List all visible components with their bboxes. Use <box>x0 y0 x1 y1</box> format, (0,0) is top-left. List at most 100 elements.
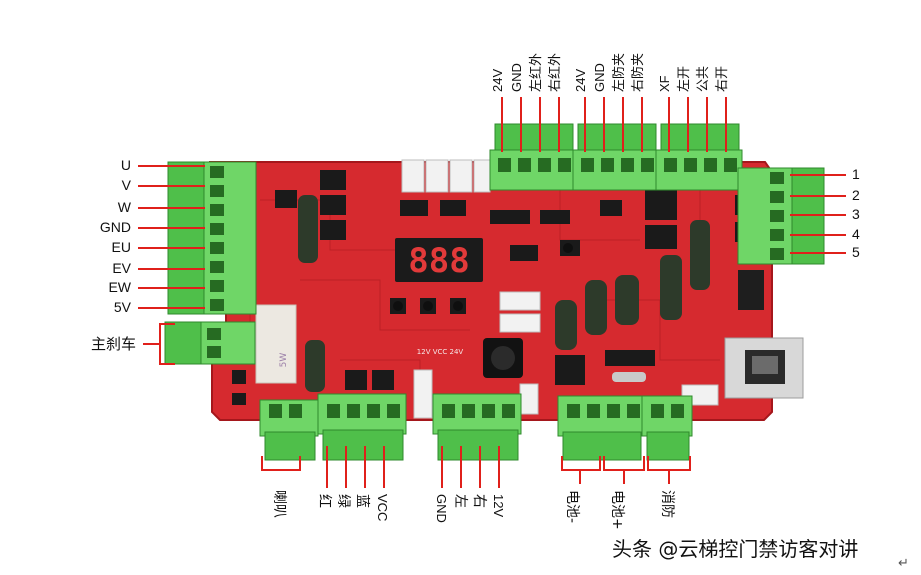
label-right-3: 3 <box>852 206 860 222</box>
screw-hole <box>587 404 600 418</box>
screw-hole <box>627 404 640 418</box>
screw-hole <box>289 404 302 418</box>
screw-hole <box>704 158 717 172</box>
screw-hole <box>671 404 684 418</box>
return-mark: ↵ <box>898 556 909 571</box>
leader-bottom-battery-minus <box>561 456 601 484</box>
screw-hole <box>327 404 340 418</box>
leader-bottom-fire <box>647 456 691 484</box>
screw-hole <box>498 158 511 172</box>
leader-bottom-speaker <box>261 456 301 471</box>
screw-hole <box>210 185 224 197</box>
screw-hole <box>538 158 551 172</box>
label-top2-gnd: GND <box>592 63 607 92</box>
label-top1-gnd: GND <box>509 63 524 92</box>
label-right-1: 1 <box>852 166 860 182</box>
terminal-bottom-rgb <box>317 393 407 461</box>
screw-hole <box>621 158 634 172</box>
label-left-5v: 5V <box>114 299 132 315</box>
pcb-board: 888 <box>209 159 804 421</box>
label-right-4: 4 <box>852 226 860 242</box>
label-left-v: V <box>122 177 132 193</box>
watermark-text: 头条 @云梯控门禁访客对讲 <box>612 537 859 561</box>
label-bottom-green: 绿 <box>335 494 351 508</box>
label-top2-right-clamp: 右防夹 <box>630 53 646 92</box>
label-bottom-fire: 消防 <box>659 490 675 518</box>
seven-segment-display: 888 <box>395 238 483 282</box>
screw-hole <box>641 158 654 172</box>
screw-hole <box>770 172 784 184</box>
screw-hole <box>387 404 400 418</box>
label-left-ev: EV <box>112 260 131 276</box>
screw-hole <box>770 248 784 260</box>
terminal-bottom-sensor <box>432 393 522 461</box>
screw-hole <box>269 404 282 418</box>
screw-hole <box>607 404 620 418</box>
label-left-gnd: GND <box>100 219 131 235</box>
label-top3-common: 公共 <box>696 66 711 92</box>
screw-hole <box>770 210 784 222</box>
screw-hole <box>724 158 737 172</box>
label-top3-right-open: 右开 <box>715 66 730 92</box>
leader-left-brake <box>143 323 175 365</box>
terminal-bottom-fire <box>641 395 693 461</box>
labels-right-group: 1 2 3 4 5 <box>852 166 860 260</box>
silk-power-text: 12V VCC 24V <box>417 348 464 356</box>
screw-hole <box>210 223 224 235</box>
screw-hole <box>210 204 224 216</box>
label-bottom-12v: 12V <box>491 494 506 517</box>
screw-hole <box>462 404 475 418</box>
terminal-screw-holes <box>207 158 784 418</box>
screw-hole <box>482 404 495 418</box>
label-bottom-vcc: VCC <box>375 494 390 521</box>
label-top1-right-ir: 右红外 <box>547 53 563 92</box>
label-bottom-gnd: GND <box>434 494 449 523</box>
capacitors <box>298 195 710 392</box>
label-bottom-left: 左 <box>452 494 468 508</box>
display-digits: 888 <box>408 241 469 281</box>
label-bottom-blue: 蓝 <box>354 494 370 508</box>
label-bottom-red: 红 <box>316 494 332 508</box>
screw-hole <box>210 280 224 292</box>
screw-hole <box>502 404 515 418</box>
screw-hole <box>210 166 224 178</box>
label-bottom-battery-plus: 电池+ <box>609 490 625 530</box>
screw-hole <box>651 404 664 418</box>
label-bottom-speaker: 喇叭 <box>271 490 287 518</box>
screw-hole <box>367 404 380 418</box>
screw-hole <box>684 158 697 172</box>
power-resistor <box>255 304 297 384</box>
labels-top-group: 24V GND 左红外 右红外 24V GND 左防夹 右防夹 XF 左开 公共… <box>490 53 730 92</box>
screw-hole <box>210 299 224 311</box>
screw-hole <box>581 158 594 172</box>
label-bottom-battery-minus: 电池- <box>564 490 580 523</box>
screw-hole <box>558 158 571 172</box>
label-top3-left-open: 左开 <box>677 66 692 92</box>
label-right-2: 2 <box>852 187 860 203</box>
screw-hole <box>347 404 360 418</box>
screw-hole <box>207 346 221 358</box>
label-left-eu: EU <box>112 239 131 255</box>
screw-hole <box>601 158 614 172</box>
label-top2-24v: 24V <box>573 69 588 92</box>
label-left-u: U <box>121 157 131 173</box>
screw-hole <box>770 229 784 241</box>
screw-hole <box>210 261 224 273</box>
label-left-w: W <box>118 199 132 215</box>
label-left-brake: 主刹车 <box>91 335 136 353</box>
label-right-5: 5 <box>852 244 860 260</box>
svg-text:5W: 5W <box>279 353 289 368</box>
label-top1-24v: 24V <box>490 69 505 92</box>
screw-hole <box>567 404 580 418</box>
screw-hole <box>518 158 531 172</box>
labels-left-group: U V W GND EU EV EW 5V 主刹车 <box>91 157 136 353</box>
label-top3-xf: XF <box>657 75 672 92</box>
screw-hole <box>207 328 221 340</box>
screw-hole <box>664 158 677 172</box>
screw-hole <box>210 242 224 254</box>
screw-hole <box>770 191 784 203</box>
label-top2-left-clamp: 左防夹 <box>611 53 627 92</box>
label-left-ew: EW <box>108 279 131 295</box>
